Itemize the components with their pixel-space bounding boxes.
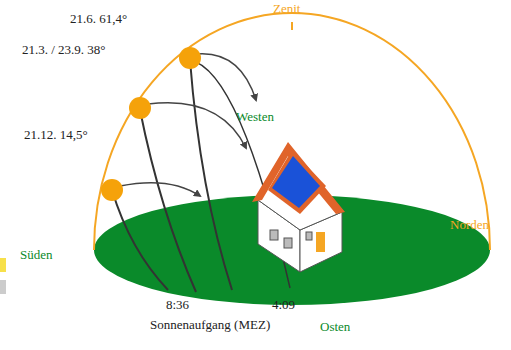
solstice-label: 21.6. 61,4° [70,12,127,26]
zenith-label: Zenit [273,2,300,16]
direction-label: Westen [236,110,274,124]
sun-path [112,190,168,290]
ray-arrow [120,183,200,196]
axis-caption: Sonnenaufgang (MEZ) [150,318,270,332]
sky-dome [94,13,490,250]
equinox-label: 21.3. / 23.9. 38° [22,43,106,57]
house [252,142,345,272]
direction-label: Süden [20,248,53,262]
zenith-tick [291,22,293,30]
ray-arrow [148,103,246,148]
sun [179,47,201,69]
time-label: 8:36 [166,298,189,312]
sun [101,179,123,201]
direction-label: Osten [320,320,350,334]
sun [129,97,151,119]
side-mark [0,280,6,294]
direction-label: Norden [450,218,489,232]
time-label: 4:09 [272,298,295,312]
ray-arrow [196,54,256,100]
side-mark [0,258,6,272]
solstice-label: 21.12. 14,5° [24,128,88,142]
